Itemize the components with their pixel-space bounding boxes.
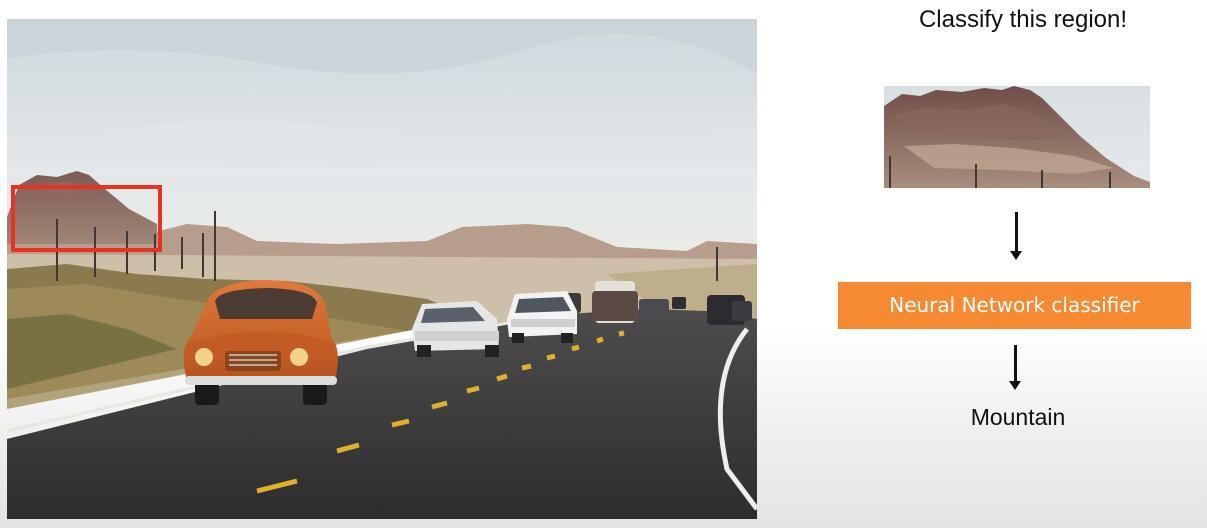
diagram-title: Classify this region! xyxy=(918,6,1128,33)
highlighted-region-box xyxy=(11,185,162,252)
classifier-label: Neural Network classifier xyxy=(889,293,1140,317)
cropped-region-image xyxy=(884,86,1150,188)
down-arrow-icon xyxy=(1009,345,1021,390)
highway-photo xyxy=(7,19,757,519)
down-arrow-icon xyxy=(1010,212,1022,260)
classifier-box: Neural Network classifier xyxy=(838,282,1191,329)
classification-result: Mountain xyxy=(970,404,1066,430)
